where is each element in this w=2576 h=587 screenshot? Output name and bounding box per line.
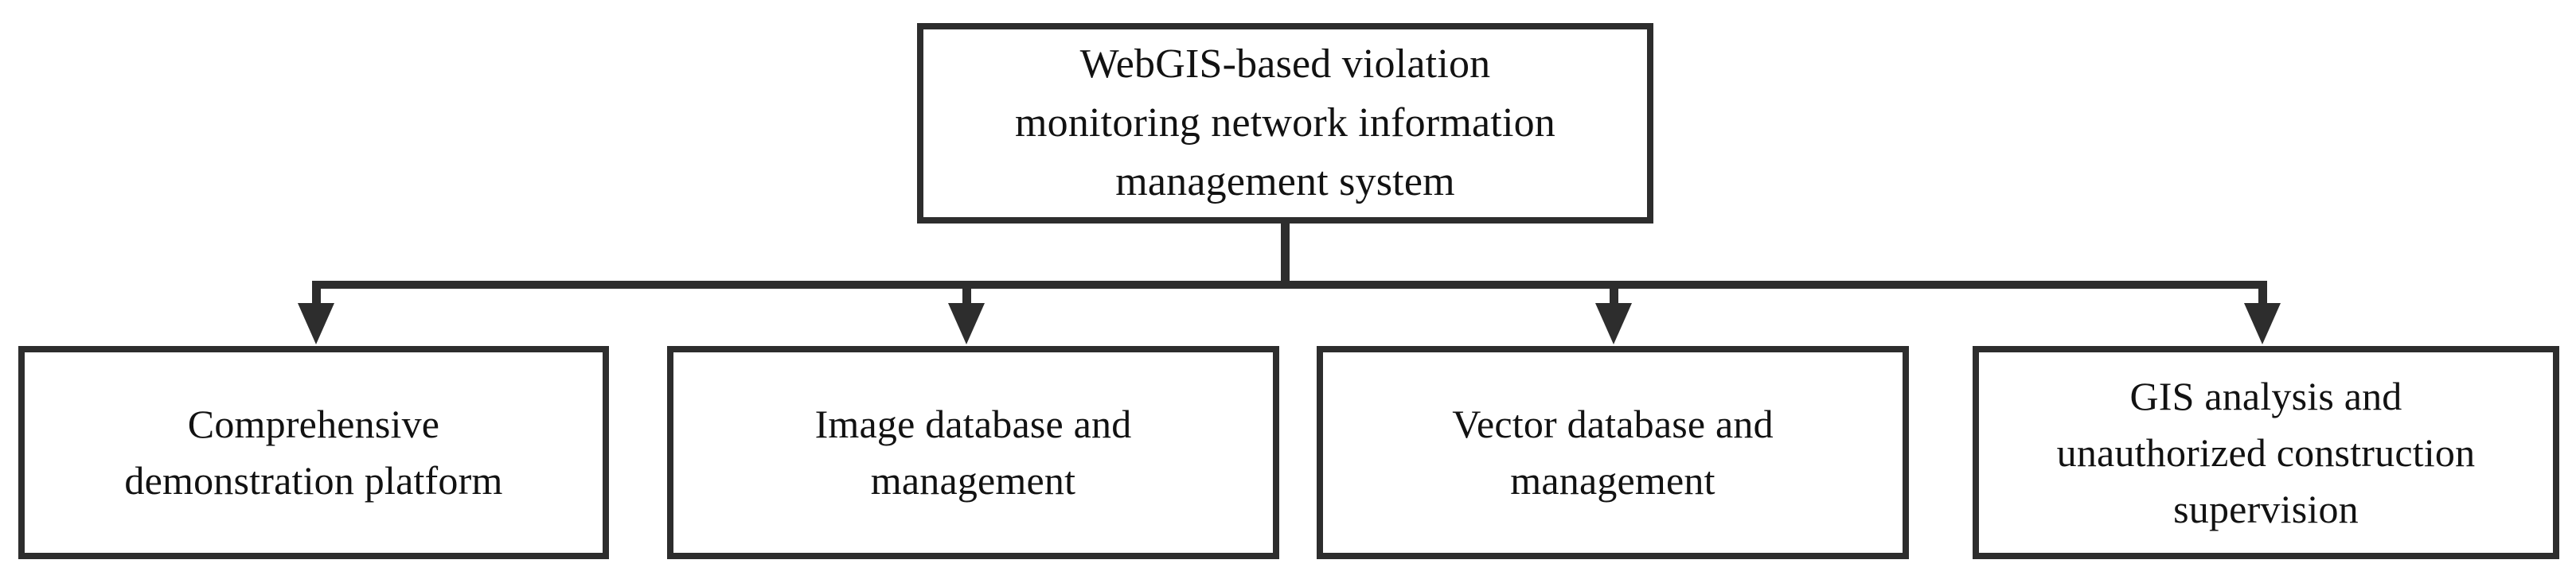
child-node-label-1: Image database and management — [814, 402, 1132, 503]
root-node-label: WebGIS-based violation monitoring networ… — [1014, 41, 1555, 204]
child-node-label-2: Vector database and management — [1452, 402, 1774, 503]
child-node-gis-analysis-and-unauthorized-construction-supervision[interactable]: GIS analysis and unauthorized constructi… — [1973, 346, 2559, 559]
branch-stem-connector-3 — [2258, 284, 2267, 306]
trunk-stem-connector — [1281, 224, 1290, 287]
horizontal-bus-connector — [312, 281, 2267, 289]
child-node-label-3: GIS analysis and unauthorized constructi… — [2056, 373, 2476, 531]
arrow-down-icon-3 — [2244, 303, 2281, 344]
branch-stem-connector-1 — [962, 284, 971, 306]
arrow-down-icon-1 — [948, 303, 985, 344]
child-node-label-0: Comprehensive demonstration platform — [124, 402, 503, 503]
root-node-webgis-system[interactable]: WebGIS-based violation monitoring networ… — [917, 23, 1653, 224]
arrow-down-icon-0 — [298, 303, 334, 344]
child-node-image-database-and-management[interactable]: Image database and management — [667, 346, 1279, 559]
child-node-vector-database-and-management[interactable]: Vector database and management — [1317, 346, 1909, 559]
branch-stem-connector-0 — [312, 284, 321, 306]
child-node-comprehensive-demonstration-platform[interactable]: Comprehensive demonstration platform — [18, 346, 609, 559]
branch-stem-connector-2 — [1610, 284, 1618, 306]
arrow-down-icon-2 — [1595, 303, 1632, 344]
